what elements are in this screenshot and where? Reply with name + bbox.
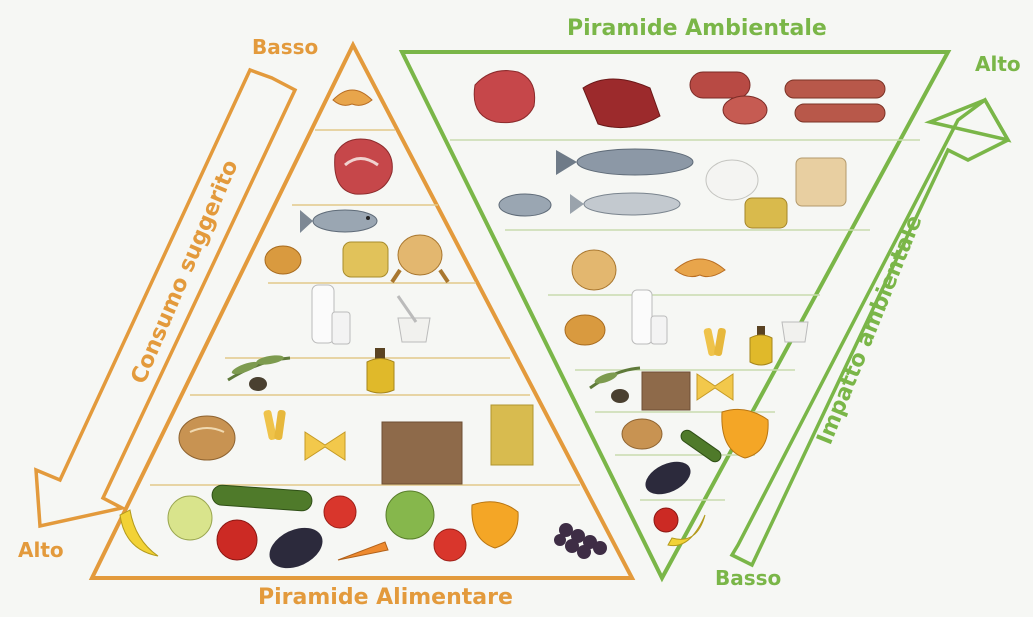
environmental-pyramid-high-label: Alto (975, 52, 1021, 76)
bread-icon (179, 416, 235, 460)
yogurt-icon (782, 322, 808, 342)
milk-icon (312, 285, 350, 344)
red-meat-icon (474, 71, 534, 123)
banana-icon (120, 510, 158, 556)
cereal-grains-icon (382, 422, 462, 484)
olive-oil-icon (750, 326, 772, 365)
sausage-icon (785, 80, 885, 122)
zucchini-icon (211, 485, 312, 512)
pasta-icon (703, 327, 726, 356)
yogurt-icon (398, 296, 430, 342)
olive-branch-icon (228, 354, 290, 391)
cheese-icon (343, 242, 388, 277)
croissant-icon (333, 90, 372, 105)
chicken-icon (392, 235, 448, 282)
semolina-icon (491, 405, 533, 465)
environmental-pyramid-low-label: Basso (715, 566, 781, 590)
bread-roll-icon (265, 246, 301, 274)
trout-icon (570, 193, 680, 215)
chicken-icon (572, 250, 616, 290)
cereal-grains-icon (642, 372, 690, 410)
lettuce-icon (386, 491, 434, 539)
food-pyramid-title: Piramide Alimentare (258, 585, 513, 610)
farfalle-icon (305, 432, 345, 460)
zucchini-icon (679, 428, 724, 464)
pepper-icon (472, 502, 518, 548)
eggplant-icon (640, 455, 695, 501)
olive-oil-icon (367, 348, 394, 393)
carrot-icon (338, 542, 388, 560)
environmental-pyramid-title: Piramide Ambientale (567, 16, 827, 41)
apple-icon (217, 520, 257, 560)
farfalle-icon (697, 374, 733, 400)
food-pyramid-low-label: Basso (252, 35, 318, 59)
eggplant-icon (263, 520, 329, 576)
red-meat-icon (335, 139, 393, 194)
olive-branch-icon (590, 368, 640, 403)
salami-icon (690, 72, 767, 124)
fish-icon (300, 210, 377, 233)
food-pyramid-high-label: Alto (18, 538, 64, 562)
bread-icon (622, 419, 662, 449)
croissant-icon (675, 259, 725, 277)
cauliflower-icon (168, 496, 212, 540)
beef-cut-icon (583, 79, 660, 128)
cheese-icon (745, 158, 846, 228)
mozzarella-icon (706, 160, 758, 200)
milk-icon (632, 290, 667, 344)
apple-icon (654, 508, 678, 532)
pasta-icon (263, 409, 286, 440)
pepper-icon (722, 409, 768, 458)
grapes-icon (554, 523, 607, 559)
bread-roll-icon (565, 315, 605, 345)
